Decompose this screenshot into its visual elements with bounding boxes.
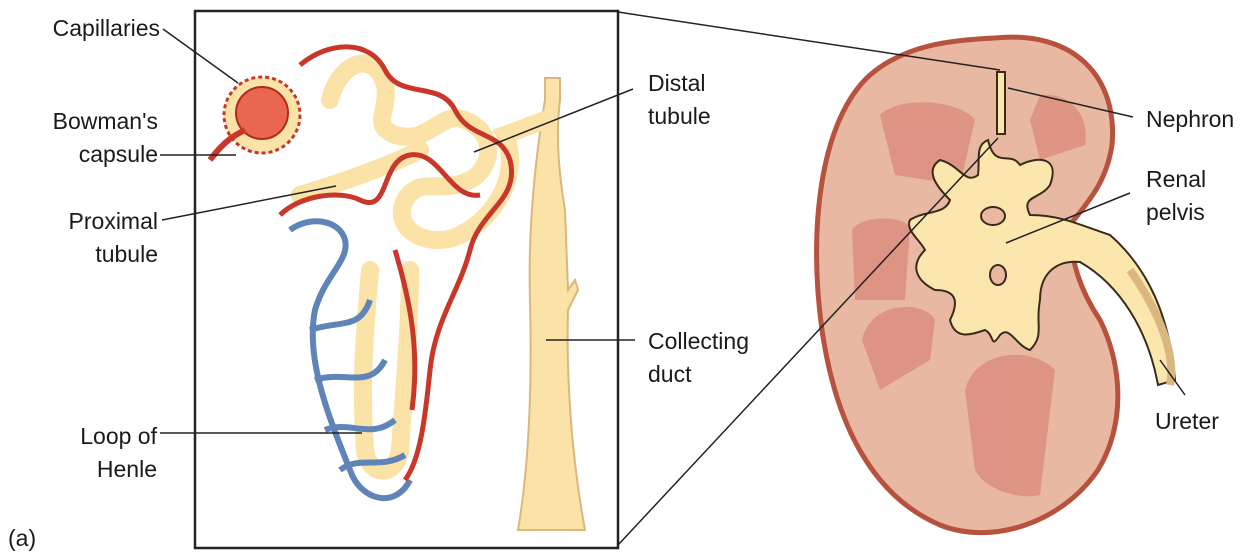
label-renal-pelvis: Renal pelvis [1146, 163, 1206, 229]
label-nephron: Nephron [1146, 103, 1234, 136]
label-bowmans-capsule: Bowman's capsule [25, 105, 158, 171]
kidney [817, 37, 1175, 532]
label-distal-tubule: Distal tubule [648, 67, 711, 133]
panel-letter: (a) [8, 522, 36, 555]
label-ureter: Ureter [1155, 405, 1219, 438]
label-capillaries: Capillaries [25, 12, 160, 45]
label-collecting-duct: Collecting duct [648, 325, 749, 391]
label-loop-of-henle: Loop of Henle [20, 420, 157, 486]
nephron-marker [997, 72, 1005, 134]
label-proximal-tubule: Proximal tubule [20, 205, 158, 271]
